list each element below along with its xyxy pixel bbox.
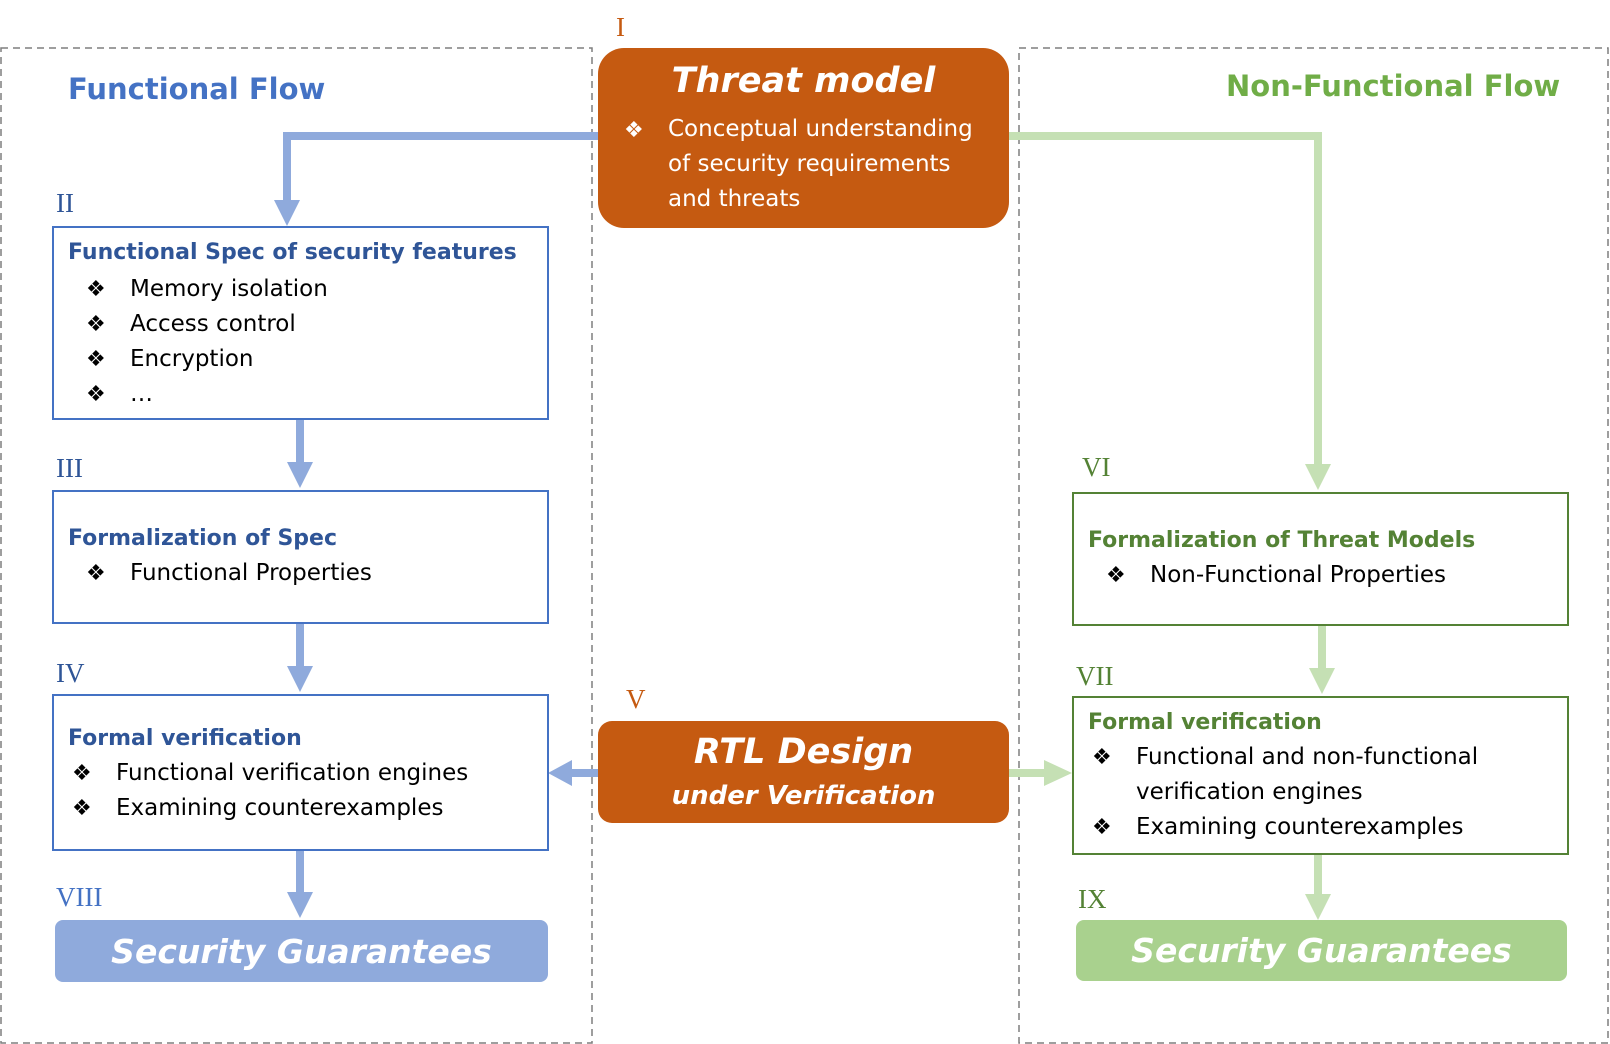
functional-flow-title: Functional Flow — [68, 72, 326, 106]
guarantees-functional-label: Security Guarantees — [111, 931, 492, 971]
list-item-text: Examining counterexamples — [1136, 814, 1464, 840]
threat-model-line-2: of security requirements — [668, 151, 951, 177]
functional-spec-box: Functional Spec of security features ❖ Me… — [52, 226, 549, 420]
bullet-icon: ❖ — [86, 561, 106, 586]
arrowhead-rtl-to-functional-verification — [548, 760, 572, 786]
list-item-text: Encryption — [130, 346, 254, 372]
list-item-text: Non-Functional Properties — [1150, 562, 1447, 588]
list-item: ❖ Functional verification engines — [72, 756, 468, 791]
rtl-design-title: RTL Design — [693, 732, 914, 772]
guarantees-nonfunctional-numeral: IX — [1078, 884, 1107, 914]
formal-verification-nonfunctional-box: Formal verification ❖ Functional and non… — [1072, 696, 1569, 855]
list-item-text: Memory isolation — [130, 276, 328, 302]
bullet-icon: ❖ — [1092, 815, 1112, 840]
threat-formalization-numeral: VI — [1082, 452, 1111, 482]
formalization-spec-list: ❖ Functional Properties — [86, 556, 372, 591]
rtl-design-box: RTL Design under Verification — [598, 721, 1009, 823]
arrowhead-threat-to-functional-spec — [274, 200, 300, 226]
bullet-icon: ❖ — [86, 277, 106, 302]
functional-spec-list: ❖ Memory isolation ❖ Access control ❖ Encry… — [86, 272, 328, 412]
formal-verification-functional-box: Formal verification ❖ Functional verifica… — [52, 694, 549, 851]
arrow-threat-to-threat-formalization — [1009, 132, 1322, 472]
functional-spec-title: Functional Spec of security features — [68, 240, 517, 265]
list-item-text: Examining counterexamples — [116, 795, 444, 821]
arrowhead-rtl-to-nonfunctional-verification — [1044, 760, 1072, 786]
formal-verification-functional-list: ❖ Functional verification engines ❖ Examin… — [72, 756, 468, 826]
list-item-text: Functional verification engines — [116, 760, 469, 786]
list-item: ❖ Access control — [86, 307, 328, 342]
arrowhead-nonfunctional-verification-to-guarantees — [1305, 894, 1331, 920]
list-item-text: Functional and non-functional — [1136, 744, 1479, 770]
bullet-icon: ❖ — [1092, 745, 1112, 770]
formal-verification-functional-numeral: IV — [56, 658, 85, 688]
arrowhead-formalization-to-verification — [287, 666, 313, 692]
bullet-icon: ❖ — [86, 347, 106, 372]
list-item: ❖… — [86, 377, 328, 412]
arrow-threat-to-functional-spec — [283, 132, 599, 208]
rtl-design-numeral: V — [626, 684, 646, 714]
rtl-design-subtitle: under Verification — [671, 781, 936, 811]
threat-model-title: Threat model — [671, 61, 936, 101]
threat-model-line-1: Conceptual understanding — [668, 116, 973, 142]
list-item: ❖ Non-Functional Properties — [1106, 558, 1446, 593]
arrowhead-spec-to-formalization — [287, 462, 313, 488]
list-item: ❖ Functional Properties — [86, 556, 372, 591]
list-item: ❖ Examining counterexamples — [72, 791, 468, 826]
bullet-icon: ❖ — [1106, 563, 1126, 588]
threat-model-description: Conceptual understanding of security req… — [668, 112, 973, 217]
formal-verification-nonfunctional-numeral: VII — [1076, 661, 1114, 691]
list-item: ❖ Encryption — [86, 342, 328, 377]
arrowhead-verification-to-guarantees — [287, 892, 313, 918]
formalization-spec-title: Formalization of Spec — [68, 526, 337, 551]
guarantees-functional-box: Security Guarantees — [55, 920, 548, 982]
list-item: ❖ Functional and non-functional verifica… — [1092, 740, 1478, 810]
functional-spec-numeral: II — [56, 188, 74, 218]
formal-verification-functional-title: Formal verification — [68, 726, 302, 751]
nonfunctional-flow-title: Non-Functional Flow — [1226, 69, 1561, 103]
nonfunctional-region-border — [1018, 47, 1609, 1044]
bullet-icon: ❖ — [86, 312, 106, 337]
guarantees-nonfunctional-label: Security Guarantees — [1131, 931, 1512, 970]
bullet-icon: ❖ — [72, 761, 92, 786]
threat-formalization-title: Formalization of Threat Models — [1088, 528, 1476, 553]
list-item-text: Functional Properties — [130, 560, 372, 586]
guarantees-nonfunctional-box: Security Guarantees — [1076, 920, 1567, 981]
arrowhead-threat-formalization-to-verification — [1309, 668, 1335, 694]
formal-verification-nonfunctional-title: Formal verification — [1088, 710, 1322, 735]
list-item-text: verification engines — [1136, 779, 1363, 805]
list-item-text: Access control — [130, 311, 296, 337]
bullet-icon: ❖ — [86, 382, 106, 407]
formalization-spec-numeral: III — [56, 453, 83, 483]
threat-formalization-box: Formalization of Threat Models ❖ Non-Func… — [1072, 492, 1569, 626]
threat-model-line-3: and threats — [668, 186, 801, 212]
threat-model-box: Threat model ❖ Conceptual understanding … — [598, 48, 1009, 228]
threat-formalization-list: ❖ Non-Functional Properties — [1106, 558, 1446, 593]
list-item: ❖ Examining counterexamples — [1092, 810, 1478, 845]
guarantees-functional-numeral: VIII — [56, 882, 103, 912]
formal-verification-nonfunctional-list: ❖ Functional and non-functional verifica… — [1092, 740, 1478, 845]
threat-model-numeral: I — [616, 12, 625, 42]
bullet-icon: ❖ — [72, 796, 92, 821]
threat-model-bullet-icon: ❖ — [624, 117, 644, 142]
arrowhead-threat-to-threat-formalization — [1305, 464, 1331, 490]
formalization-spec-box: Formalization of Spec ❖ Functional Proper… — [52, 490, 549, 624]
list-item-text: … — [130, 381, 153, 407]
list-item: ❖ Memory isolation — [86, 272, 328, 307]
